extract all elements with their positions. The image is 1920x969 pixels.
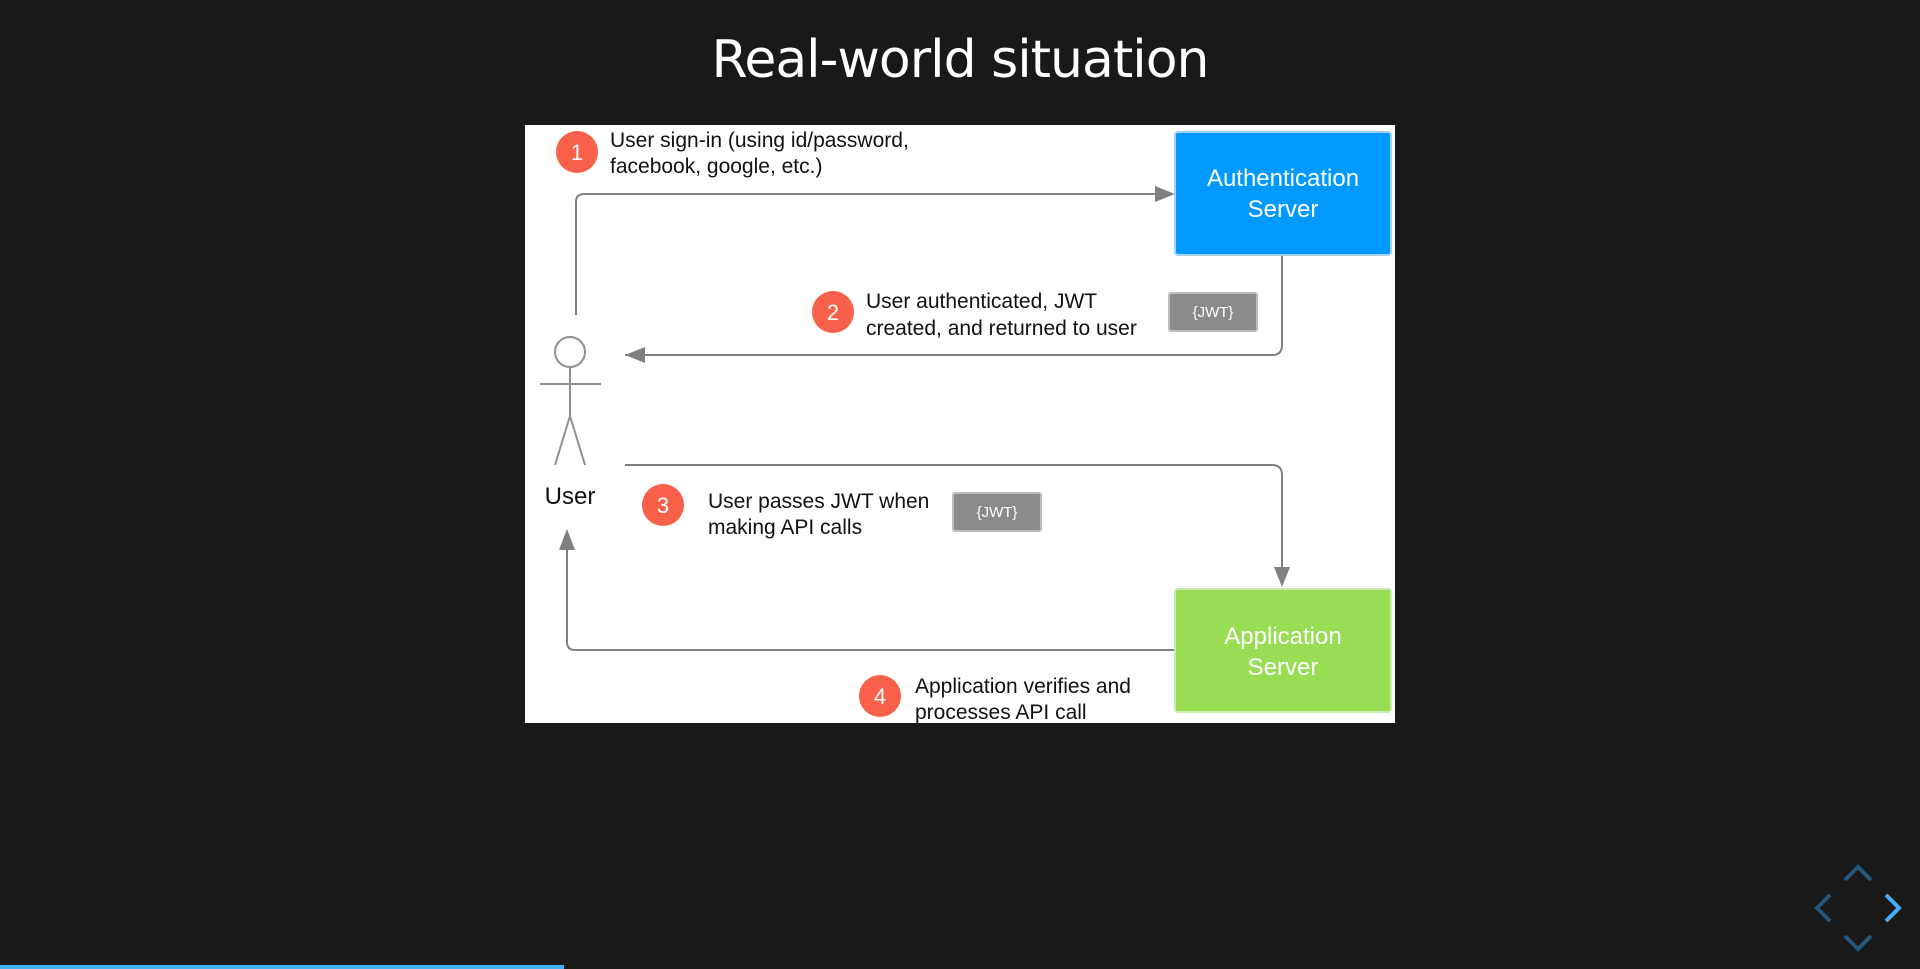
arrow-api-call-head (1274, 567, 1290, 587)
step-1-number: 1 (571, 140, 583, 165)
navigate-up-icon[interactable] (1843, 864, 1873, 882)
jwt-token-badge-api-call (952, 492, 1042, 532)
step-2-number: 2 (827, 300, 839, 325)
jwt-token-label-returned: {JWT} (1193, 304, 1234, 321)
presentation-progress-fill (0, 965, 565, 969)
navigate-right-icon[interactable] (1884, 893, 1902, 923)
application-server-box (1174, 588, 1392, 713)
step-2-text-line1: User authenticated, JWT (866, 290, 1097, 313)
application-server-label-line2: Server (1248, 654, 1319, 681)
user-icon (540, 336, 601, 466)
step-4-number: 4 (874, 684, 886, 709)
step-3-text-line2: making API calls (708, 516, 862, 539)
arrow-api-response-head (559, 529, 575, 550)
step-2-text-line2: created, and returned to user (866, 317, 1137, 340)
navigate-down-icon[interactable] (1843, 934, 1873, 952)
step-4-text-line1: Application verifies and (915, 675, 1131, 698)
arrow-api-response (566, 537, 1175, 651)
step-1-text-line1: User sign-in (using id/password, (610, 129, 909, 152)
authentication-server-label-line1: Authentication (1207, 165, 1359, 192)
step-1-badge (556, 131, 598, 173)
jwt-flow-diagram: Authentication Server Application Server… (525, 125, 1395, 723)
step-3-text-line1: User passes JWT when (708, 490, 929, 513)
step-3-number: 3 (657, 493, 669, 518)
step-4-text-line2: processes API call (915, 701, 1087, 723)
step-2-badge (812, 291, 854, 333)
navigate-left-icon[interactable] (1814, 893, 1832, 923)
step-4-badge (859, 675, 901, 717)
arrow-sign-in-head (1155, 186, 1175, 202)
authentication-server-box (1174, 131, 1392, 256)
slide-navigation-controls (1810, 860, 1906, 956)
slide-title: Real-world situation (711, 30, 1210, 90)
presentation-progress-bar (0, 965, 1920, 969)
arrow-jwt-returned (625, 255, 1283, 356)
authentication-server-label-line2: Server (1248, 196, 1319, 223)
step-3-badge (642, 484, 684, 526)
arrow-sign-in (575, 193, 1161, 315)
arrow-api-call (625, 464, 1283, 569)
application-server-label-line1: Application (1224, 623, 1341, 650)
user-label: User (545, 483, 596, 510)
arrow-jwt-returned-head (625, 347, 645, 363)
jwt-token-badge-returned (1168, 292, 1258, 332)
jwt-token-label-api-call: {JWT} (977, 504, 1018, 521)
step-1-text-line2: facebook, google, etc.) (610, 155, 822, 178)
